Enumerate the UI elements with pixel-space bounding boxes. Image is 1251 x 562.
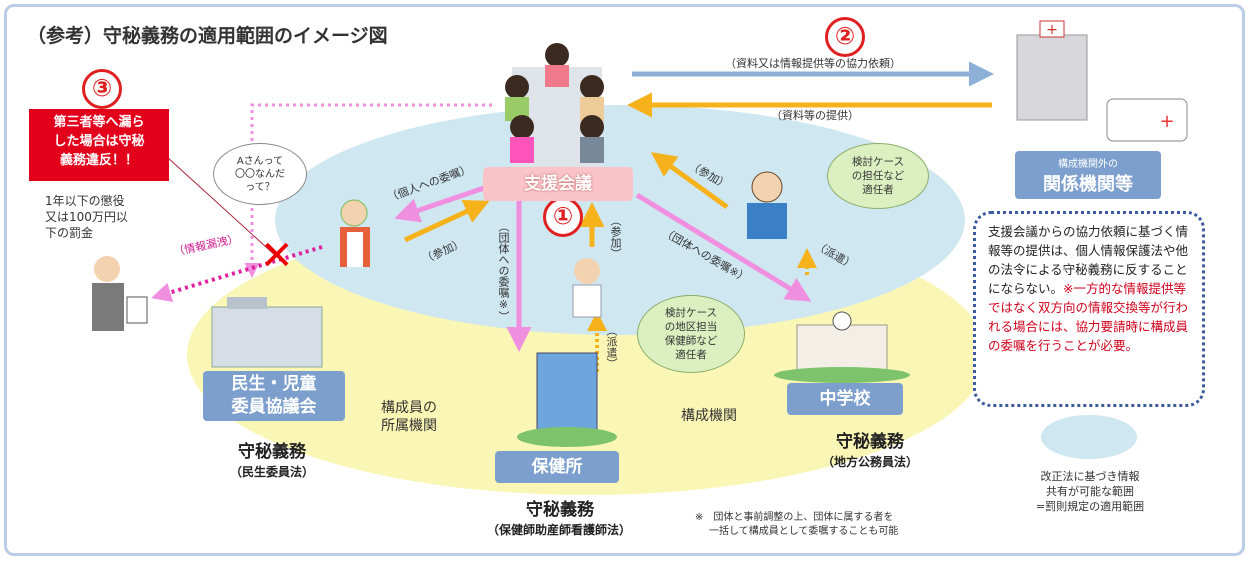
meeting-people-illustration <box>505 43 604 167</box>
minsei-council-label: 民生・児童委員協議会 <box>203 371 345 421</box>
footnote: ※ 団体と事前調整の上、団体に属する者を一括して構成員として委嘱することも可能 <box>695 512 899 537</box>
nurse-illustration <box>572 258 602 318</box>
svg-text:+: + <box>1046 22 1058 38</box>
school-duty: 守秘義務 <box>836 432 904 452</box>
arrows-layer: + + <box>92 20 1188 459</box>
legend-text: 改正法に基づき情報共有が可能な範囲=罰則規定の適用範囲 <box>1035 470 1145 513</box>
cross-mark-icon: ✕ <box>260 233 294 279</box>
school-law: （地方公務員法） <box>821 455 918 469</box>
minsei-building-illustration <box>211 297 323 368</box>
legend-swatch <box>1041 415 1137 459</box>
join-left-arrow <box>403 200 490 243</box>
minsei-duty: 守秘義務 <box>238 442 306 462</box>
dispatch-center-label: （派遣） <box>605 325 618 369</box>
violation-warning-box: 第三者等へ漏ら した場合は守秘 義務違反！！ <box>29 109 169 181</box>
info-sharing-area <box>275 105 965 335</box>
svg-text:+: + <box>1159 111 1174 132</box>
leak-arrow <box>151 245 323 302</box>
legal-note-box: 支援会議からの協力依頼に基づく情報等の提供は、個人情報保護法や他の法令による守秘… <box>973 211 1205 407</box>
marker-3: ③ <box>82 69 122 109</box>
marker-1: ① <box>543 197 583 237</box>
external-agencies-label: 構成機関外の 関係機関等 <box>1015 151 1161 199</box>
to-individual-arrow <box>394 184 488 223</box>
penalty-text: 1年以下の懲役 又は100万円以 下の罰金 <box>45 194 128 240</box>
school-label: 中学校 <box>787 383 903 415</box>
speech-bubble-teacher: 検討ケースの担任など適任者 <box>827 143 929 209</box>
speech-bubble-nurse: 検討ケースの地区担当保健師など適任者 <box>637 295 745 373</box>
hokenjo-building-illustration <box>517 352 617 447</box>
minsei-law: （民生委員法） <box>229 465 314 479</box>
marker-2: ② <box>825 17 865 57</box>
request-label: （資料又は情報提供等の協力依頼） <box>725 57 901 70</box>
provide-label: （資料等の提供） <box>771 109 859 122</box>
school-building-illustration <box>774 311 910 383</box>
warning-pointer <box>166 156 278 258</box>
dotted-link <box>244 103 492 278</box>
support-meeting-label: 支援会議 <box>483 167 633 201</box>
to-org-down-label: （団体への委嘱※） <box>497 221 510 322</box>
page-title: （参考）守秘義務の適用範囲のイメージ図 <box>27 25 388 47</box>
volunteer-woman-illustration <box>340 199 370 267</box>
hospital-illustration: + + <box>1016 20 1188 142</box>
third-party-man-illustration <box>92 256 148 331</box>
hokenjo-law: （保健師助産師看護師法） <box>486 523 631 537</box>
join-right-arrow <box>650 152 729 210</box>
diagram-frame: （参考）守秘義務の適用範囲のイメージ図 <box>4 4 1245 556</box>
hokenjo-label: 保健所 <box>495 451 619 483</box>
member-affiliation-label: 構成員の所属機関 <box>381 400 437 434</box>
speech-bubble-a: Aさんって〇〇なんだって？ <box>213 143 307 205</box>
join-center-label: （参加） <box>609 215 622 259</box>
teacher-illustration <box>747 171 787 239</box>
to-org-right-arrow <box>635 192 812 302</box>
hokenjo-duty: 守秘義務 <box>526 500 594 520</box>
member-org-label: 構成機関 <box>681 408 737 424</box>
